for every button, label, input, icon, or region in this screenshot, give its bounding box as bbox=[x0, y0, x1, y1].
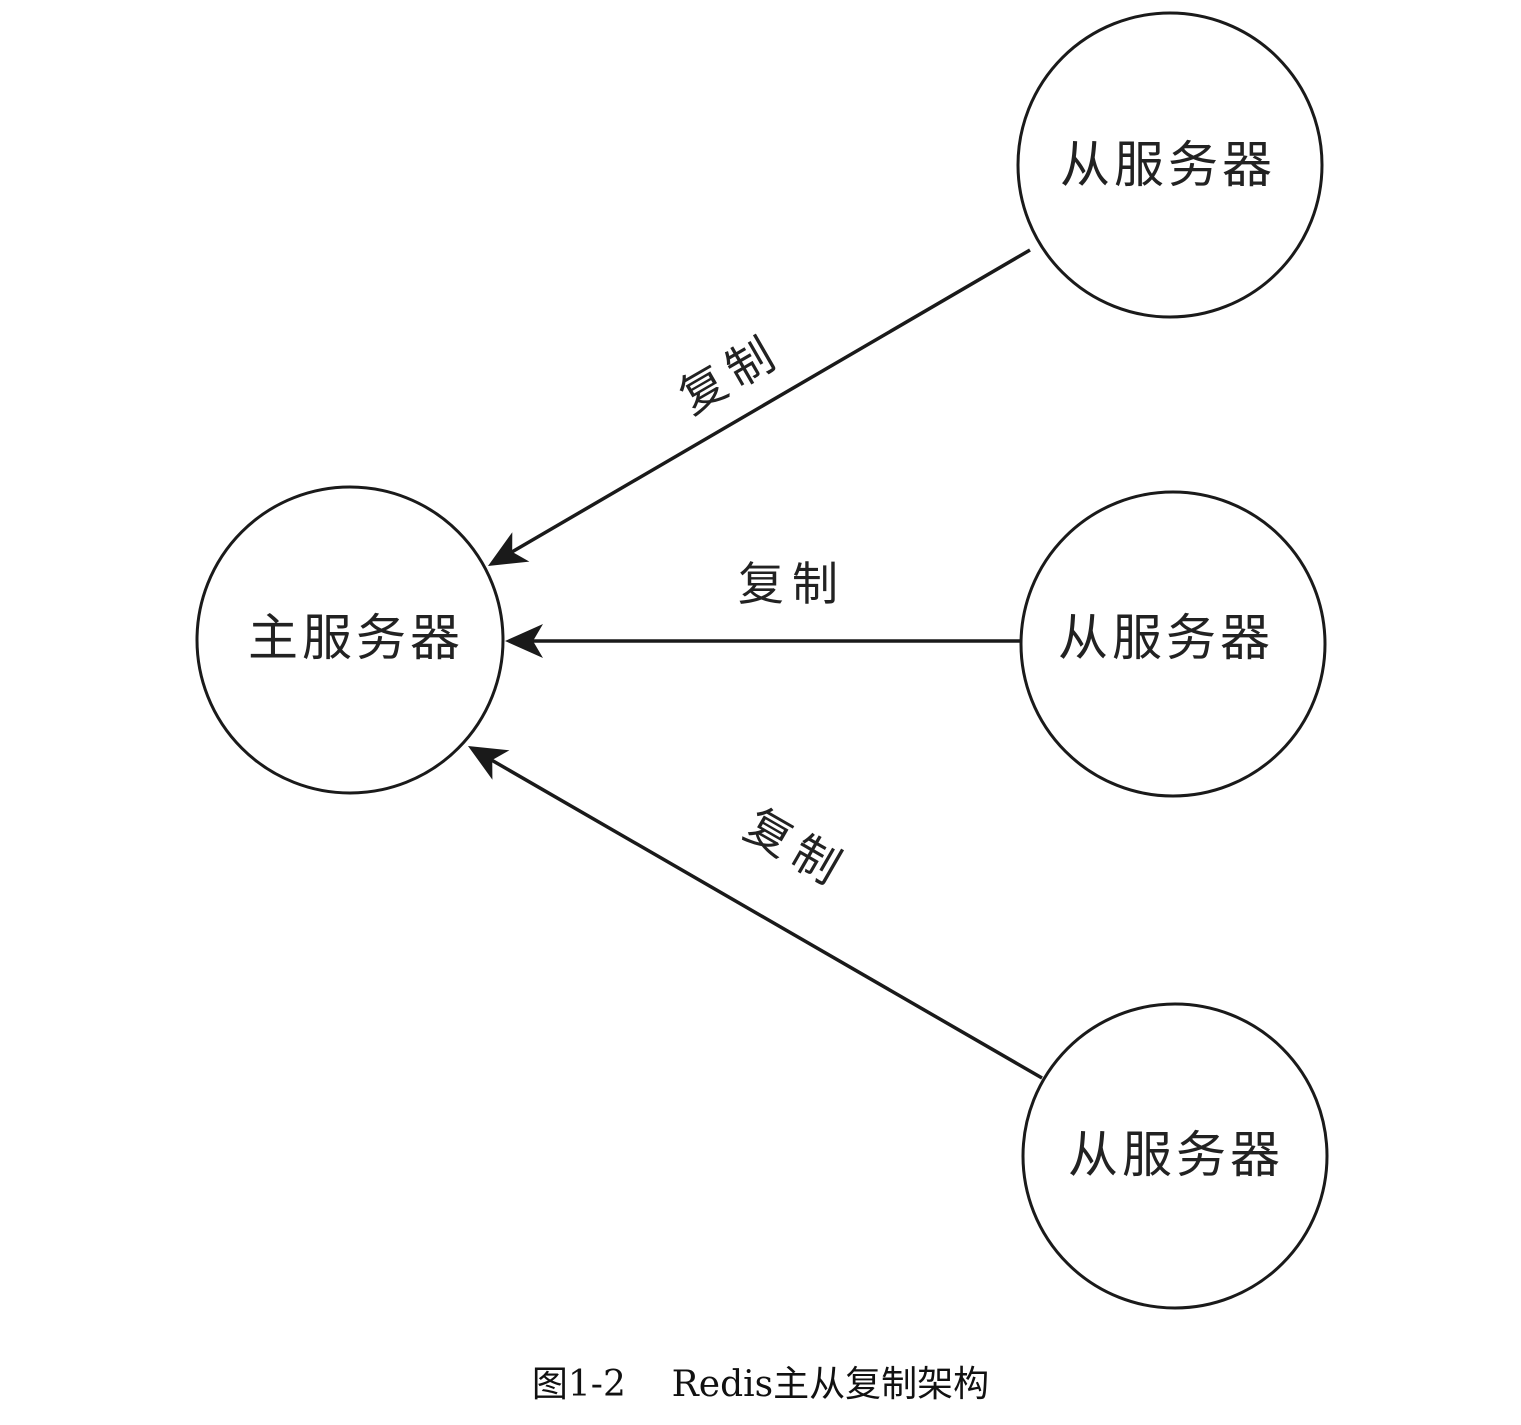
edge-label-2: 复制 bbox=[738, 557, 846, 611]
arrow-head bbox=[488, 532, 530, 566]
edge-slave-1-to-master bbox=[488, 248, 1031, 566]
arrow-head bbox=[468, 746, 510, 780]
edge-line bbox=[504, 248, 1031, 558]
edge-label-3: 复制 bbox=[736, 798, 857, 899]
figure-number: 图1-2 bbox=[531, 1364, 626, 1405]
figure-caption: 图1-2 Redis主从复制架构 bbox=[0, 1355, 1521, 1407]
edge-line bbox=[487, 756, 1043, 1080]
edge-slave-3-to-master bbox=[468, 746, 1043, 1080]
master-node-label: 主服务器 bbox=[248, 609, 464, 667]
arrow-head bbox=[505, 624, 543, 658]
slave-node-1: 从服务器 bbox=[1016, 11, 1324, 319]
slave-node-2: 从服务器 bbox=[1019, 490, 1327, 798]
slave-node-label: 从服务器 bbox=[1058, 609, 1274, 667]
figure-title: Redis主从复制架构 bbox=[671, 1364, 990, 1405]
slave-node-label: 从服务器 bbox=[1060, 136, 1276, 194]
edge-label-1: 复制 bbox=[670, 324, 791, 425]
slave-node-label: 从服务器 bbox=[1068, 1126, 1284, 1184]
master-node: 主服务器 bbox=[195, 485, 505, 795]
slave-node-3: 从服务器 bbox=[1021, 1002, 1329, 1310]
edge-slave-2-to-master bbox=[505, 624, 1022, 658]
